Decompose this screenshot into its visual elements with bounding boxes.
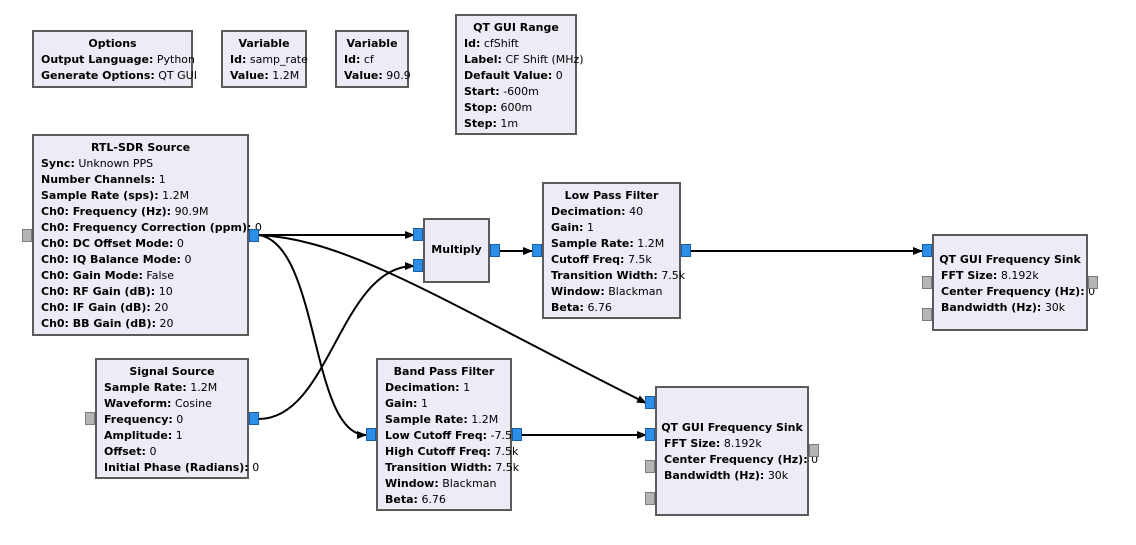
param-row: Transition Width: 7.5k [551, 269, 686, 282]
rtl-sdr-source-block[interactable]: RTL-SDR Source Sync: Unknown PPS Number … [32, 134, 262, 336]
sink1-bw-message-port[interactable] [922, 308, 932, 321]
sink2-bw-message-port[interactable] [645, 492, 655, 505]
param-row: Decimation: 40 [551, 205, 644, 218]
param-row: Ch0: RF Gain (dB): 10 [41, 285, 173, 298]
param-row: Window: Blackman [385, 477, 497, 490]
param-row: FFT Size: 8.192k [941, 269, 1039, 282]
signal-input-port[interactable] [85, 412, 95, 425]
param-row: Ch0: IF Gain (dB): 20 [41, 301, 169, 314]
block-title: Band Pass Filter [393, 365, 495, 378]
param-row: Center Frequency (Hz): 0 [941, 285, 1096, 298]
block-title: Low Pass Filter [564, 189, 659, 202]
param-row: Amplitude: 1 [104, 429, 183, 442]
block-title: QT GUI Frequency Sink [939, 253, 1081, 266]
param-row: Gain: 1 [551, 221, 594, 234]
wire-rtl-to-bpf[interactable] [258, 234, 367, 439]
multiply-output-port[interactable] [490, 244, 500, 257]
block-title: QT GUI Frequency Sink [661, 421, 803, 434]
param-row: Decimation: 1 [385, 381, 471, 394]
signal-output-port[interactable] [249, 412, 259, 425]
wire-signal-to-multiply[interactable] [258, 262, 415, 420]
param-row: Beta: 6.76 [551, 301, 612, 314]
param-row: Low Cutoff Freq: -7.5k [385, 429, 519, 442]
param-row: Bandwidth (Hz): 30k [664, 469, 789, 482]
param-row: Value: 1.2M [230, 69, 300, 82]
block-title: Multiply [431, 243, 482, 256]
param-row: Label: CF Shift (MHz) [464, 53, 584, 66]
param-row: Transition Width: 7.5k [385, 461, 520, 474]
param-row: Sample Rate (sps): 1.2M [41, 189, 190, 202]
bpf-output-port[interactable] [512, 428, 522, 441]
lpf-output-port[interactable] [681, 244, 691, 257]
param-row: Output Language: Python [41, 53, 195, 66]
variable-samp-rate-block[interactable]: Variable Id: samp_rate Value: 1.2M [221, 30, 308, 88]
param-row: Initial Phase (Radians): 0 [104, 461, 260, 474]
param-row: Gain: 1 [385, 397, 428, 410]
signal-source-block[interactable]: Signal Source Sample Rate: 1.2M Waveform… [95, 358, 260, 479]
bpf-input-port[interactable] [366, 428, 376, 441]
param-row: High Cutoff Freq: 7.5k [385, 445, 519, 458]
param-row: Ch0: Frequency (Hz): 90.9M [41, 205, 209, 218]
param-row: Ch0: Frequency Correction (ppm): 0 [41, 221, 262, 234]
rtl-input-port[interactable] [22, 229, 32, 242]
sink2-output-message-port[interactable] [809, 444, 819, 457]
param-row: Beta: 6.76 [385, 493, 446, 506]
param-row: Id: cfShift [464, 37, 519, 50]
param-row: Start: -600m [464, 85, 539, 98]
param-row: Sync: Unknown PPS [41, 157, 154, 170]
param-row: FFT Size: 8.192k [664, 437, 762, 450]
multiply-block[interactable]: Multiply [423, 218, 490, 283]
low-pass-filter-block[interactable]: Low Pass Filter Decimation: 40 Gain: 1 S… [542, 182, 686, 319]
multiply-input-port-1[interactable] [413, 259, 423, 272]
param-row: Step: 1m [464, 117, 519, 130]
param-row: Default Value: 0 [464, 69, 563, 82]
block-title: QT GUI Range [473, 21, 559, 34]
block-title: Variable [346, 37, 398, 50]
sink2-input-port-1[interactable] [645, 428, 655, 441]
multiply-input-port-0[interactable] [413, 228, 423, 241]
param-row: Sample Rate: 1.2M [385, 413, 499, 426]
sink2-freq-message-port[interactable] [645, 460, 655, 473]
param-row: Window: Blackman [551, 285, 663, 298]
qt-gui-range-block[interactable]: QT GUI Range Id: cfShift Label: CF Shift… [455, 14, 584, 135]
param-row: Value: 90.9 [344, 69, 411, 82]
param-row: Ch0: BB Gain (dB): 20 [41, 317, 174, 330]
param-row: Frequency: 0 [104, 413, 184, 426]
param-row: Ch0: DC Offset Mode: 0 [41, 237, 184, 250]
param-row: Id: samp_rate [230, 53, 308, 66]
block-title: Variable [238, 37, 290, 50]
sink2-input-port-0[interactable] [645, 396, 655, 409]
param-row: Ch0: IQ Balance Mode: 0 [41, 253, 192, 266]
param-row: Offset: 0 [104, 445, 157, 458]
param-row: Ch0: Gain Mode: False [41, 269, 175, 282]
param-row: Generate Options: QT GUI [41, 69, 197, 82]
param-row: Waveform: Cosine [104, 397, 212, 410]
qt-gui-frequency-sink-block-1[interactable]: QT GUI Frequency Sink FFT Size: 8.192k C… [932, 234, 1096, 331]
variable-cf-block[interactable]: Variable Id: cf Value: 90.9 [335, 30, 411, 88]
block-title: RTL-SDR Source [90, 141, 191, 154]
lpf-input-port[interactable] [532, 244, 542, 257]
block-title: Options [88, 37, 137, 50]
sink1-input-port[interactable] [922, 244, 932, 257]
wire-rtl-to-sink2[interactable] [258, 234, 647, 404]
band-pass-filter-block[interactable]: Band Pass Filter Decimation: 1 Gain: 1 S… [376, 358, 520, 511]
param-row: Bandwidth (Hz): 30k [941, 301, 1066, 314]
param-row: Sample Rate: 1.2M [104, 381, 218, 394]
param-row: Sample Rate: 1.2M [551, 237, 665, 250]
param-row: Stop: 600m [464, 101, 533, 114]
sink1-output-message-port[interactable] [1088, 276, 1098, 289]
sink1-freq-message-port[interactable] [922, 276, 932, 289]
param-row: Id: cf [344, 53, 374, 66]
block-title: Signal Source [129, 365, 215, 378]
param-row: Cutoff Freq: 7.5k [551, 253, 652, 266]
rtl-output-port[interactable] [249, 229, 259, 242]
param-row: Center Frequency (Hz): 0 [664, 453, 819, 466]
param-row: Number Channels: 1 [41, 173, 166, 186]
options-block[interactable]: Options Output Language: Python Generate… [32, 30, 197, 88]
qt-gui-frequency-sink-block-2[interactable]: QT GUI Frequency Sink FFT Size: 8.192k C… [655, 386, 819, 516]
